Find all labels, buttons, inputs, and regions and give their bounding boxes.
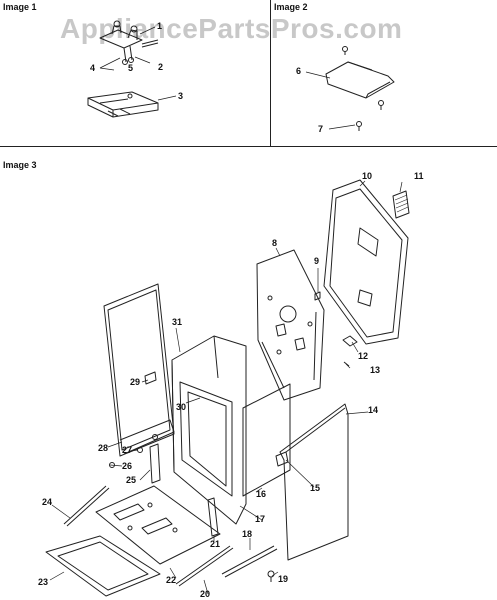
watermark: AppliancePartsPros.com bbox=[60, 13, 403, 44]
divider-vertical bbox=[270, 0, 271, 146]
callout-30: 30 bbox=[176, 402, 187, 412]
callout-12: 12 bbox=[358, 351, 369, 361]
callout-14: 14 bbox=[368, 405, 379, 415]
callout-2: 2 bbox=[158, 62, 164, 72]
callout-3: 3 bbox=[178, 91, 184, 101]
pin-13 bbox=[343, 361, 350, 367]
foot-19 bbox=[267, 570, 275, 582]
callout-24: 24 bbox=[42, 497, 53, 507]
channel-25 bbox=[149, 443, 161, 484]
callout-23: 23 bbox=[38, 577, 49, 587]
callout-9: 9 bbox=[314, 256, 320, 266]
image1-leaders bbox=[99, 26, 177, 101]
callout-8: 8 bbox=[272, 238, 278, 248]
callout-15: 15 bbox=[310, 483, 321, 493]
callout-26: 26 bbox=[122, 461, 133, 471]
callout-7: 7 bbox=[318, 124, 324, 134]
left-side-panel-28 bbox=[103, 283, 175, 457]
outer-panel-14 bbox=[279, 403, 349, 561]
callout-20: 20 bbox=[200, 589, 211, 599]
back-panel-8 bbox=[256, 249, 325, 401]
callout-25: 25 bbox=[126, 475, 137, 485]
image2-deflector-plate bbox=[325, 61, 395, 99]
hinge-15 bbox=[275, 451, 289, 467]
image1-valve-assembly bbox=[99, 20, 159, 65]
callout-19: 19 bbox=[278, 574, 289, 584]
image2-screws bbox=[342, 46, 384, 131]
divider-horizontal bbox=[0, 146, 497, 147]
strip-21 bbox=[207, 497, 219, 537]
section-title-image3: Image 3 bbox=[3, 160, 37, 170]
callout-18: 18 bbox=[242, 529, 253, 539]
image1-bracket bbox=[87, 91, 159, 118]
callout-16: 16 bbox=[256, 489, 267, 499]
callout-6: 6 bbox=[296, 66, 302, 76]
callout-1: 1 bbox=[157, 21, 163, 31]
rail-18 bbox=[221, 545, 278, 578]
image3-leaders bbox=[49, 180, 403, 595]
callout-4: 4 bbox=[90, 63, 96, 73]
callout-5: 5 bbox=[128, 63, 134, 73]
latch-29 bbox=[144, 371, 157, 385]
clip-9 bbox=[314, 291, 321, 301]
front-frame-31 bbox=[171, 335, 247, 525]
callout-13: 13 bbox=[370, 365, 381, 375]
rail-24 bbox=[63, 485, 110, 527]
callout-22: 22 bbox=[166, 575, 177, 585]
callout-31: 31 bbox=[172, 317, 183, 327]
callout-10: 10 bbox=[362, 171, 373, 181]
screw-26 bbox=[109, 462, 115, 468]
callout-28: 28 bbox=[98, 443, 109, 453]
vent-grille-11 bbox=[392, 190, 410, 219]
callout-21: 21 bbox=[210, 539, 221, 549]
image2-leaders bbox=[305, 71, 356, 130]
section-title-image1: Image 1 bbox=[3, 2, 37, 12]
base-plate-23 bbox=[45, 535, 161, 597]
callout-11: 11 bbox=[414, 171, 424, 181]
rear-panel-10 bbox=[323, 179, 409, 345]
rail-20 bbox=[175, 545, 234, 587]
bottom-plate-22 bbox=[95, 485, 221, 565]
callout-27: 27 bbox=[122, 445, 133, 455]
right-side-panel-16 bbox=[242, 383, 291, 497]
section-title-image2: Image 2 bbox=[274, 2, 308, 12]
callout-17: 17 bbox=[255, 514, 266, 524]
callout-29: 29 bbox=[130, 377, 141, 387]
bracket-12 bbox=[342, 335, 358, 347]
